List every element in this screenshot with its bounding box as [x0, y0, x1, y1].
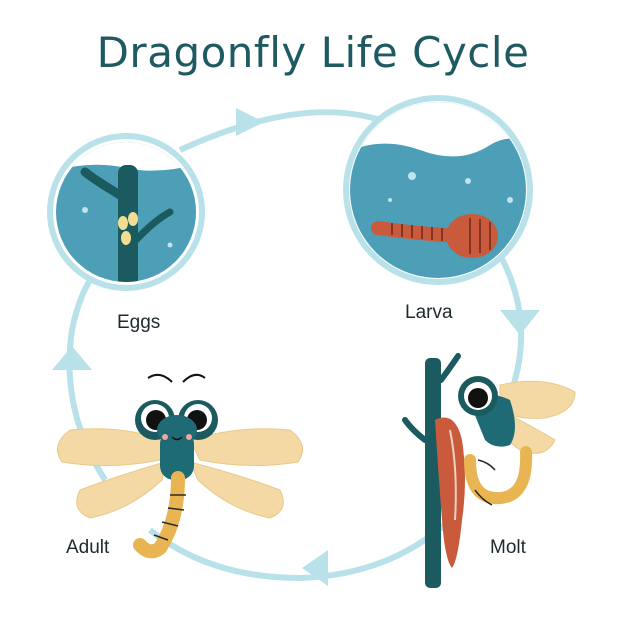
eggs-illustration: [47, 133, 205, 291]
stage-label-adult: Adult: [66, 537, 110, 558]
stage-label-eggs: Eggs: [117, 312, 161, 333]
stage-label-larva: Larva: [405, 302, 453, 323]
stage-label-molt: Molt: [490, 537, 526, 558]
adult-dragonfly-illustration: [57, 373, 303, 559]
molt-illustration: [402, 353, 576, 588]
arrow-down-icon: [500, 310, 540, 335]
larva-illustration: [343, 95, 533, 285]
arrow-up-icon: [52, 346, 92, 370]
arrow-left-icon: [302, 550, 328, 586]
page-title: Dragonfly Life Cycle: [96, 28, 530, 77]
arrow-right-icon: [236, 108, 264, 136]
